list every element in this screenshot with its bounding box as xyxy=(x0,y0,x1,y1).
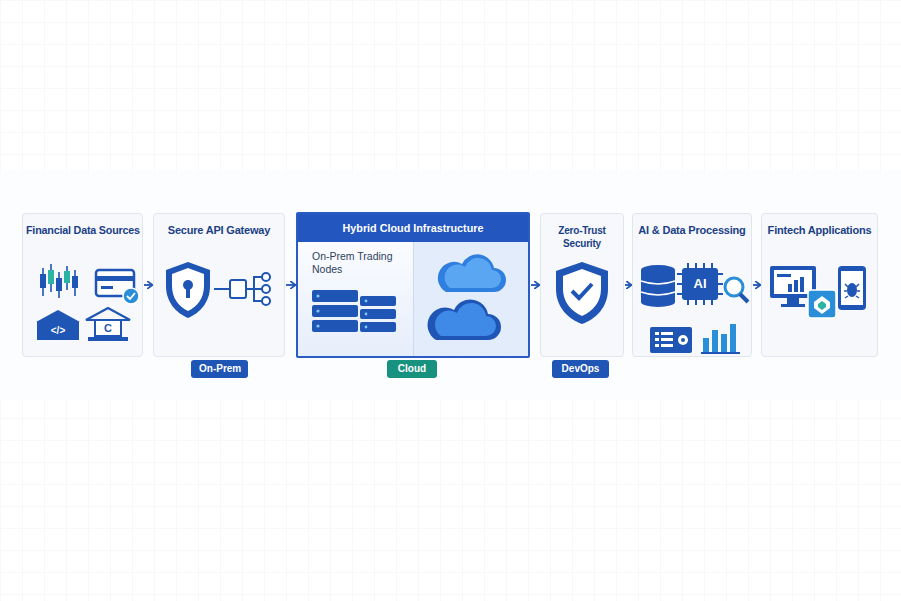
region-box: On-Prem Trading Nodes xyxy=(298,242,414,356)
stage-panel: Fintech Applications xyxy=(761,213,878,357)
tag-label: Cloud xyxy=(387,360,437,378)
tag-box: On-Prem xyxy=(191,360,248,378)
panel-title: Zero-Trust Security xyxy=(541,214,623,250)
panel-title: Fintech Applications xyxy=(762,214,877,237)
stage-panel: Zero-Trust Security xyxy=(540,213,624,357)
panel-title: Secure API Gateway xyxy=(154,214,284,237)
flow-arrow xyxy=(144,284,152,286)
section-header: Hybrid Cloud Infrastructure xyxy=(298,214,528,242)
region-label: On-Prem Trading Nodes xyxy=(298,242,413,276)
stage-panel: Hybrid Cloud InfrastructureOn-Prem Tradi… xyxy=(296,212,530,358)
stage-panel: Secure API Gateway xyxy=(153,213,285,357)
panel-title: AI & Data Processing xyxy=(633,214,751,237)
stage-panel: Financial Data Sources xyxy=(22,213,143,357)
stage-panel: AI & Data Processing xyxy=(632,213,752,357)
tag-label: On-Prem xyxy=(191,360,248,378)
tag-label: DevOps xyxy=(552,360,609,378)
tag-box: Cloud xyxy=(387,360,437,378)
flow-arrow xyxy=(286,284,295,286)
chip-label: AI xyxy=(682,268,718,300)
panel-title: Financial Data Sources xyxy=(23,214,142,237)
flow-arrow xyxy=(625,284,631,286)
tag-box: DevOps xyxy=(552,360,609,378)
bank-glyph: C xyxy=(98,320,118,336)
flow-arrow xyxy=(753,284,760,286)
flow-arrow xyxy=(531,284,539,286)
code-glyph: </> xyxy=(37,323,79,339)
